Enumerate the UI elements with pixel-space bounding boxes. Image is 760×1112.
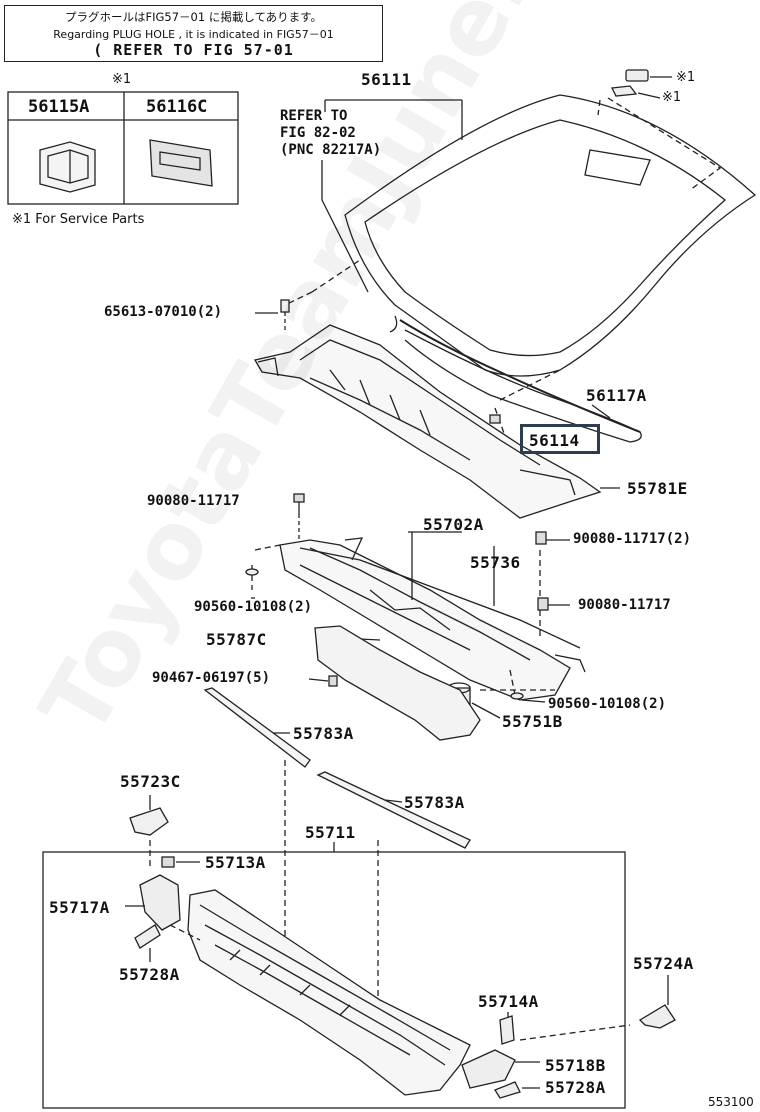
figure-code: 553100: [708, 1095, 754, 1109]
note-refer: ( REFER TO FIG 57-01: [93, 41, 294, 59]
part-label-55728a-left[interactable]: 55728A: [119, 965, 180, 984]
guide-lines-bottom: [169, 924, 631, 1041]
pad-55728a-right: [494, 1081, 521, 1099]
service-marker: ※1: [112, 72, 132, 87]
panel-55787c-drawing: [314, 625, 481, 741]
part-label-56117a[interactable]: 56117A: [586, 386, 647, 405]
bracket-55718b-drawing: [461, 1049, 516, 1089]
part-label-55714a[interactable]: 55714A: [478, 992, 539, 1011]
nut-55713a: [161, 856, 175, 868]
part-label-56116c[interactable]: 56116C: [146, 97, 208, 117]
refer-note: REFER TO FIG 82-02 (PNC 82217A): [280, 108, 381, 159]
part-label-55781e[interactable]: 55781E: [627, 479, 688, 498]
windshield-glass: [344, 94, 757, 433]
guide-lines-mid: [251, 544, 555, 696]
part-label-90080-b[interactable]: 90080-11717(2): [573, 531, 692, 547]
part-label-90080-c[interactable]: 90080-11717: [578, 597, 671, 613]
bracket-55717a-drawing: [139, 874, 181, 931]
part-label-55717a[interactable]: 55717A: [49, 898, 110, 917]
weatherstrip-56117a: [404, 329, 642, 443]
guide-lines-low: [149, 760, 379, 1010]
refer-line3: (PNC 82217A): [280, 142, 382, 158]
cowl-louver-drawing: [253, 324, 602, 519]
part-label-55702a[interactable]: 55702A: [423, 515, 484, 534]
leader-56111: [324, 99, 463, 140]
part-label-55728a-right[interactable]: 55728A: [545, 1078, 606, 1097]
pad-55728a-left: [134, 924, 161, 949]
part-label-56115a[interactable]: 56115A: [28, 97, 90, 117]
seal-55783a-right: [316, 771, 471, 849]
leader-refer: [321, 160, 369, 293]
part-label-90080-a[interactable]: 90080-11717: [147, 493, 240, 509]
leader-56117a: [591, 404, 611, 419]
part-label-90560-a[interactable]: 90560-10108(2): [194, 599, 313, 615]
bracket-55724a-drawing: [638, 1004, 676, 1029]
bracket-55714a-drawing: [499, 1015, 515, 1045]
clip-65613-drawing: [255, 299, 290, 330]
part-label-55718b[interactable]: 55718B: [545, 1056, 606, 1075]
strip-56116c-drawing: [149, 139, 213, 187]
part-label-55724a[interactable]: 55724A: [633, 954, 694, 973]
stopper-parts: [611, 69, 672, 99]
reference-note-box: プラグホールはFIG57－01 に掲載してあります。 Regarding PLU…: [4, 5, 383, 62]
part-label-55787c[interactable]: 55787C: [206, 630, 267, 649]
part-label-55713a[interactable]: 55713A: [205, 853, 266, 872]
service-parts-grid: [7, 91, 239, 205]
refer-line1: REFER TO: [280, 108, 348, 124]
refer-line2: FIG 82-02: [280, 125, 356, 141]
part-label-56114[interactable]: 56114: [529, 431, 580, 450]
cowl-panel-drawing: [279, 537, 586, 701]
note-english: Regarding PLUG HOLE , it is indicated in…: [53, 28, 334, 41]
cowl-top-drawing: [187, 889, 471, 1096]
clip-56115a-drawing: [39, 141, 96, 193]
seal-55783a-left: [203, 687, 311, 768]
part-label-55736[interactable]: 55736: [470, 553, 521, 572]
bolt-90080-a: [293, 493, 305, 545]
service-marker-b: ※1: [662, 90, 682, 105]
part-label-55711[interactable]: 55711: [305, 823, 356, 842]
bracket-55723c-drawing: [129, 807, 169, 836]
part-label-55783a-left[interactable]: 55783A: [293, 724, 354, 743]
service-marker-a: ※1: [676, 70, 696, 85]
leader-55783a-right: [384, 799, 403, 803]
service-legend: ※1 For Service Parts: [12, 212, 145, 227]
part-label-90560-b[interactable]: 90560-10108(2): [548, 696, 667, 712]
part-label-90467[interactable]: 90467-06197(5): [152, 670, 271, 686]
seal-55736: [299, 547, 581, 649]
part-label-56111[interactable]: 56111: [361, 70, 412, 89]
part-label-55751b[interactable]: 55751B: [502, 712, 563, 731]
highlight-box: [520, 424, 600, 454]
part-label-55723c[interactable]: 55723C: [120, 772, 181, 791]
note-japanese: プラグホールはFIG57－01 に掲載してあります。: [65, 10, 322, 24]
part-label-55783a-right[interactable]: 55783A: [404, 793, 465, 812]
leader-90467: [308, 678, 329, 682]
part-label-65613[interactable]: 65613-07010(2): [104, 304, 223, 320]
